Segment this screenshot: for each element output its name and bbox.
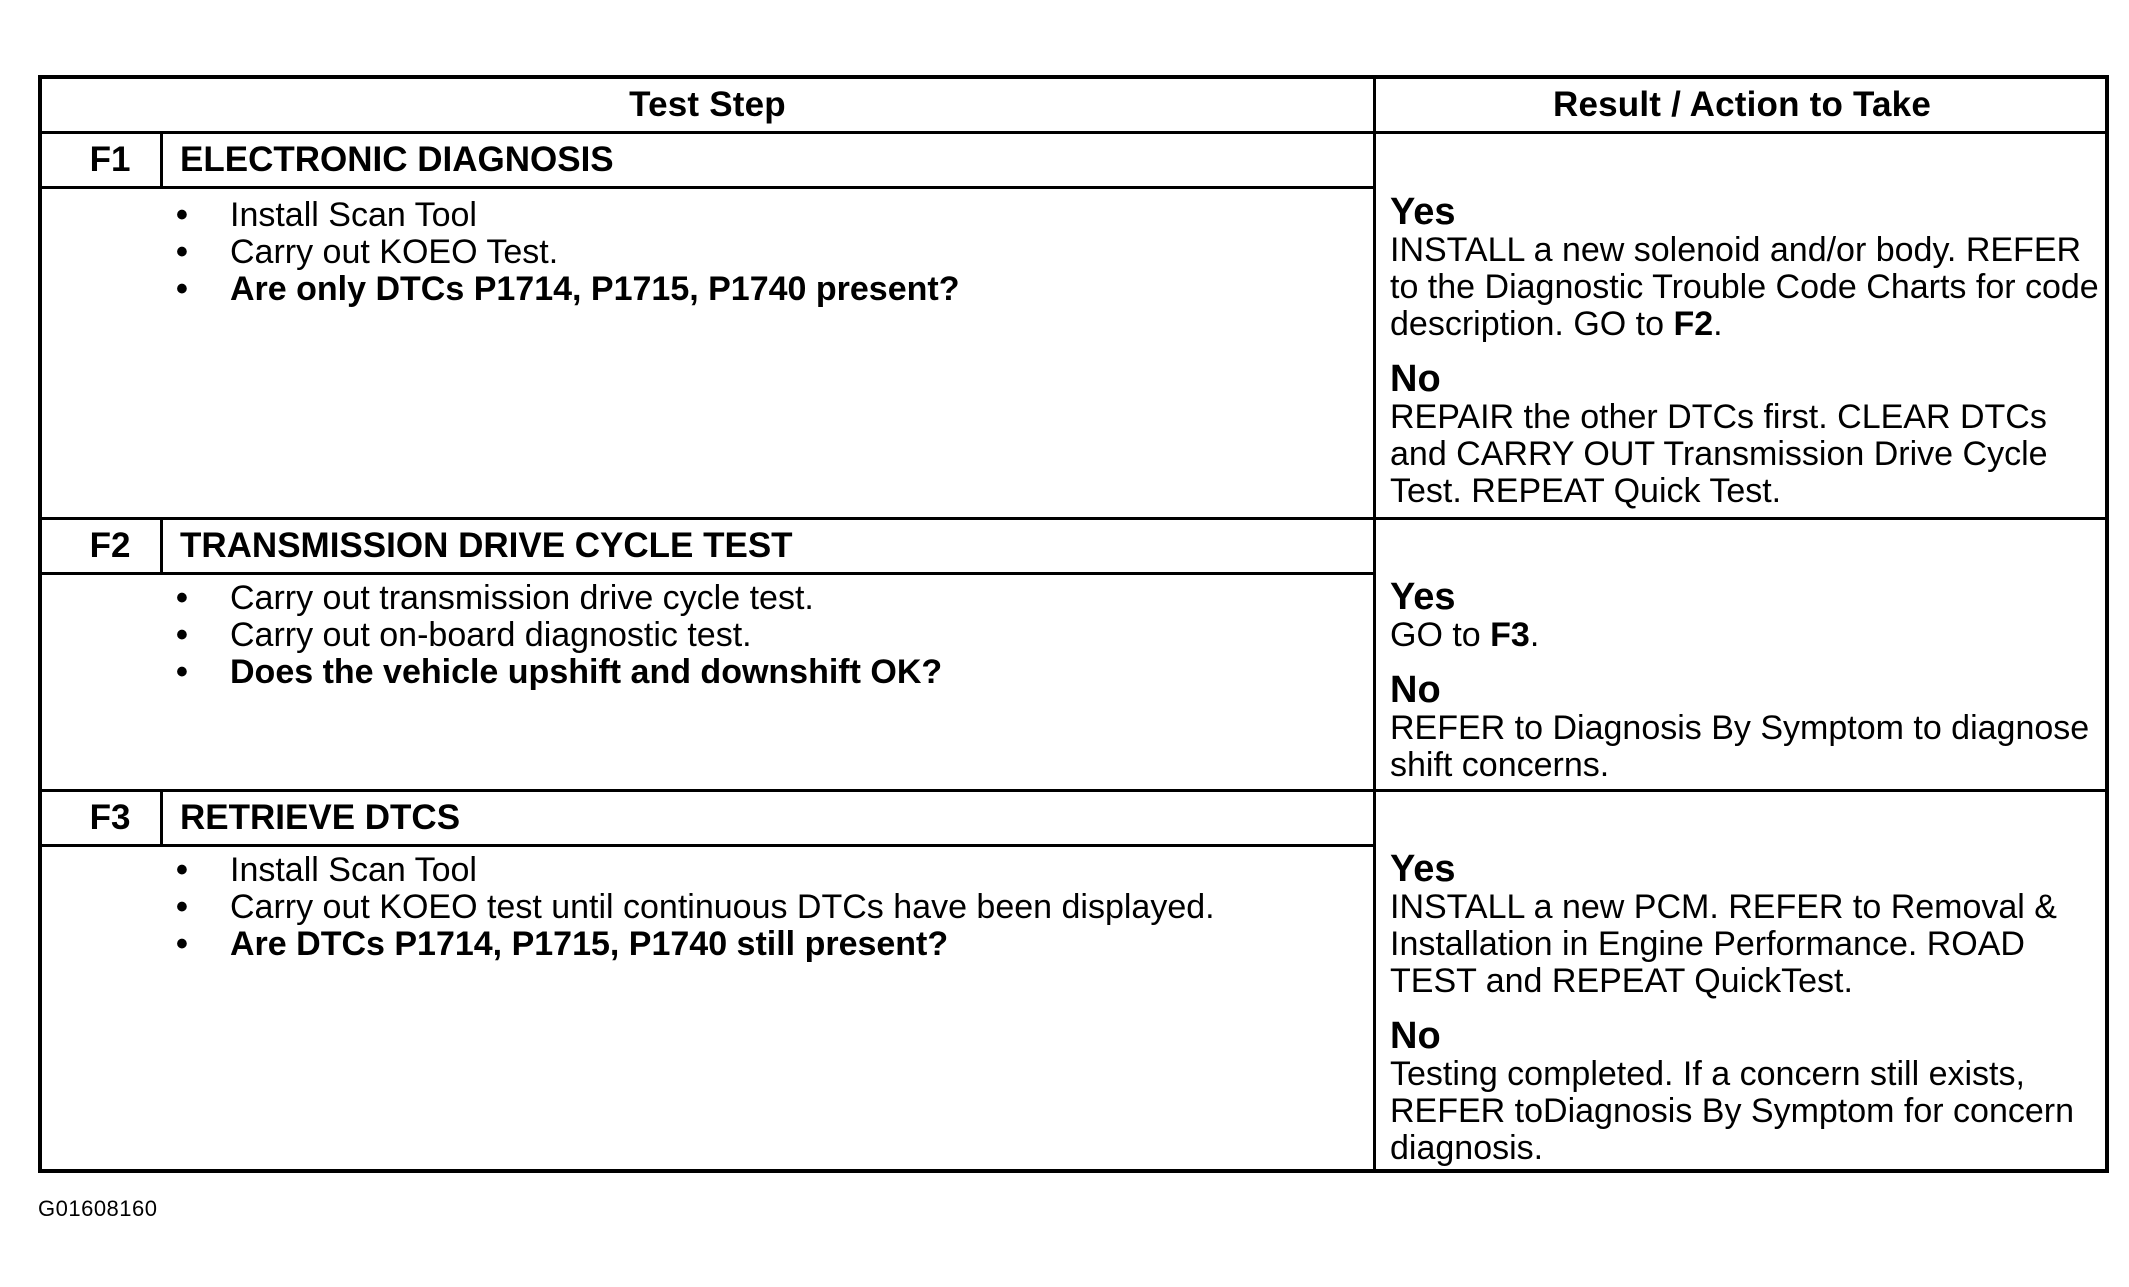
step-bullet: Install Scan Tool bbox=[176, 852, 1310, 890]
step-title-row: F3 RETRIEVE DTCS bbox=[42, 792, 1373, 847]
no-action: REPAIR the other DTCs first. CLEAR DTCs … bbox=[1390, 398, 2048, 510]
result-cell: Yes GO to F3. No REFER to Diagnosis By S… bbox=[1390, 577, 2100, 784]
step-title: ELECTRONIC DIAGNOSIS bbox=[180, 140, 614, 179]
step-bullet-list: Install Scan Tool Carry out KOEO Test. A… bbox=[176, 197, 1310, 309]
yes-action: GO to F3. bbox=[1390, 616, 1540, 654]
step-bullet: Carry out KOEO Test. bbox=[176, 234, 1310, 272]
step-reference: F2 bbox=[1673, 305, 1714, 343]
step-bullet-list: Carry out transmission drive cycle test.… bbox=[176, 580, 1310, 692]
table-header-row: Test Step Result / Action to Take bbox=[42, 79, 2105, 134]
step-title: RETRIEVE DTCS bbox=[180, 798, 461, 837]
step-title-row: F1 ELECTRONIC DIAGNOSIS bbox=[42, 134, 1373, 189]
no-label: No bbox=[1390, 358, 1441, 400]
yes-label: Yes bbox=[1390, 848, 1456, 890]
step-question: Are only DTCs P1714, P1715, P1740 presen… bbox=[176, 271, 1310, 309]
yes-action: INSTALL a new PCM. REFER to Removal & In… bbox=[1390, 888, 2057, 1000]
no-action: REFER to Diagnosis By Symptom to diagnos… bbox=[1390, 709, 2090, 784]
result-cell: Yes INSTALL a new solenoid and/or body. … bbox=[1390, 192, 2100, 510]
step-question: Does the vehicle upshift and downshift O… bbox=[176, 654, 1310, 692]
step-bullet: Carry out transmission drive cycle test. bbox=[176, 580, 1310, 618]
step-bullet: Carry out on-board diagnostic test. bbox=[176, 617, 1310, 655]
step-reference: F3 bbox=[1490, 616, 1530, 654]
diagnostic-table: Test Step Result / Action to Take F1 ELE… bbox=[38, 75, 2109, 1173]
step-id: F1 bbox=[89, 140, 131, 179]
yes-label: Yes bbox=[1390, 191, 1456, 233]
no-label: No bbox=[1390, 669, 1441, 711]
step-id: F3 bbox=[89, 798, 131, 837]
step-bullet: Install Scan Tool bbox=[176, 197, 1310, 235]
yes-action: INSTALL a new solenoid and/or body. REFE… bbox=[1390, 231, 2099, 343]
step-id-divider bbox=[160, 520, 163, 572]
step-row-f1: F1 ELECTRONIC DIAGNOSIS Install Scan Too… bbox=[42, 134, 2105, 520]
step-id-divider bbox=[160, 134, 163, 186]
step-row-f3: F3 RETRIEVE DTCS Install Scan Tool Carry… bbox=[42, 792, 2105, 1173]
step-question: Are DTCs P1714, P1715, P1740 still prese… bbox=[176, 926, 1310, 964]
result-cell: Yes INSTALL a new PCM. REFER to Removal … bbox=[1390, 849, 2100, 1167]
no-label: No bbox=[1390, 1015, 1441, 1057]
step-row-f2: F2 TRANSMISSION DRIVE CYCLE TEST Carry o… bbox=[42, 520, 2105, 792]
step-title-row: F2 TRANSMISSION DRIVE CYCLE TEST bbox=[42, 520, 1373, 575]
figure-id: G01608160 bbox=[38, 1196, 158, 1221]
step-title: TRANSMISSION DRIVE CYCLE TEST bbox=[180, 526, 793, 565]
yes-label: Yes bbox=[1390, 576, 1456, 618]
step-id-divider bbox=[160, 792, 163, 844]
step-bullet-list: Install Scan Tool Carry out KOEO test un… bbox=[176, 852, 1310, 964]
step-bullet: Carry out KOEO test until continuous DTC… bbox=[176, 889, 1310, 927]
step-id: F2 bbox=[89, 526, 131, 565]
header-test-step: Test Step bbox=[629, 85, 786, 124]
no-action: Testing completed. If a concern still ex… bbox=[1390, 1055, 2075, 1167]
header-result-action: Result / Action to Take bbox=[1553, 85, 1931, 124]
column-divider bbox=[1373, 79, 1376, 1169]
